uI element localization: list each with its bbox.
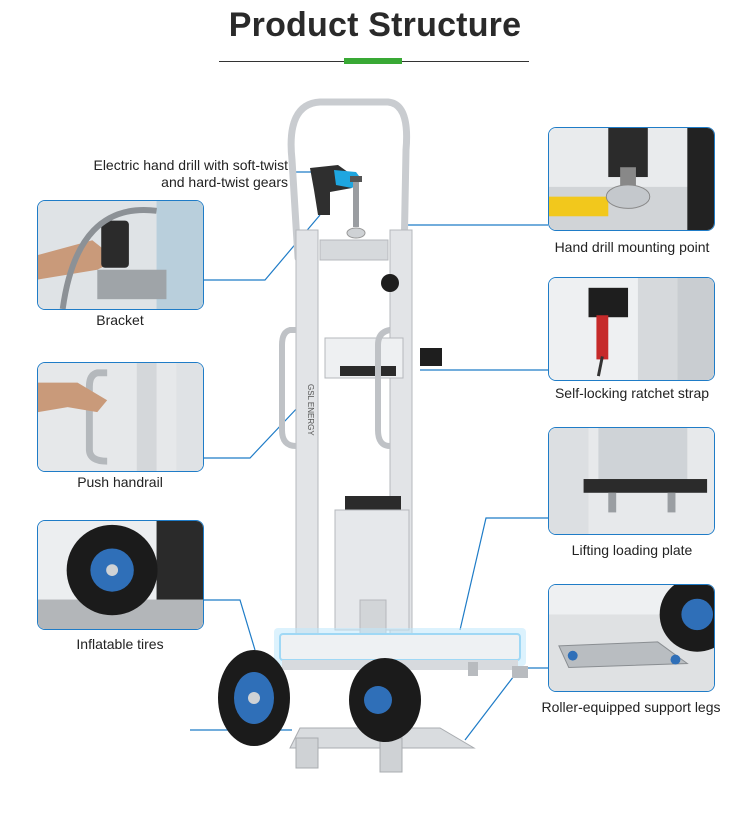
title-accent-bar <box>344 58 402 64</box>
ratchet-strap-photo <box>548 277 715 381</box>
leader-line-tires <box>202 599 256 651</box>
ratchet-strap-label: Self-locking ratchet strap <box>554 385 710 401</box>
leader-line-handrail <box>202 404 301 459</box>
tires-label: Inflatable tires <box>76 636 164 652</box>
support-legs-photo <box>548 584 715 692</box>
brand-text: GSL ENERGY <box>306 384 315 436</box>
drill-callout-line2: and hard-twist gears <box>161 174 288 190</box>
leader-lines <box>190 171 548 741</box>
handrail-label: Push handrail <box>77 474 163 490</box>
loading-plate-label: Lifting loading plate <box>571 542 693 558</box>
tire-photo <box>37 520 204 630</box>
drill-callout-line1: Electric hand drill with soft-twist <box>93 157 288 173</box>
hand-truck-illustration: GSL ENERGY <box>218 98 528 773</box>
leader-line-plate <box>459 517 548 631</box>
leader-line-bracket <box>202 214 321 281</box>
page-title: Product Structure <box>228 6 522 44</box>
bracket-label: Bracket <box>96 312 144 328</box>
support-legs-label: Roller-equipped support legs <box>541 699 721 715</box>
drill-mount-label: Hand drill mounting point <box>554 239 710 255</box>
bracket-photo <box>37 200 204 310</box>
drill-mount-photo <box>548 127 715 231</box>
loading-plate-photo <box>548 427 715 535</box>
handrail-photo <box>37 362 204 472</box>
drill-callout: Electric hand drill with soft-twist and … <box>40 157 288 191</box>
